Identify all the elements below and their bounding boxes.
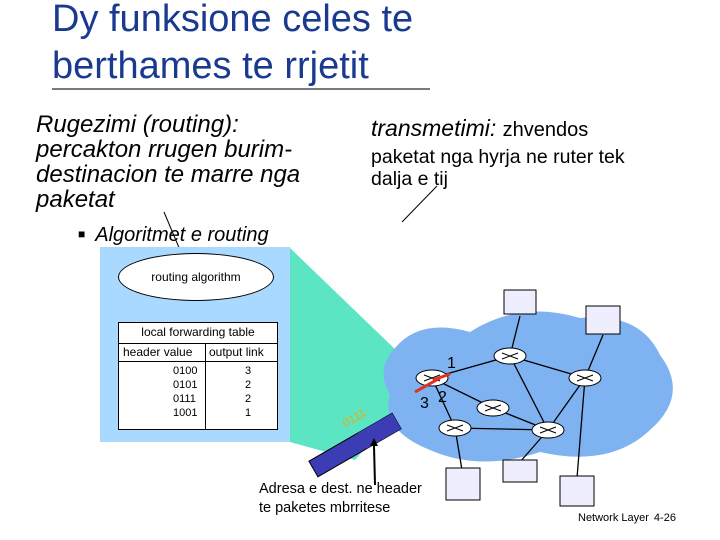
forwarding-table: local forwarding table header value outp… — [118, 322, 278, 430]
row-output-link: 3 — [245, 365, 251, 377]
row-header-value: 1001 — [173, 407, 197, 419]
table-icon — [586, 306, 620, 334]
page-number: 4-26 — [654, 512, 676, 524]
router-icon — [494, 348, 526, 364]
annotation-line-2: te paketes mbrritese — [259, 499, 422, 518]
table-row: 0101 2 — [119, 379, 277, 393]
row-header-value: 0111 — [173, 393, 196, 405]
row-output-link: 1 — [245, 407, 251, 419]
table-row: 1001 1 — [119, 407, 277, 421]
row-header-value: 0101 — [173, 379, 197, 391]
router-icon — [569, 370, 601, 386]
table-icon — [446, 468, 480, 500]
router-icon — [439, 420, 471, 436]
forwarding-callout-line — [402, 186, 437, 222]
router-icon — [477, 400, 509, 416]
table-icon — [560, 476, 594, 506]
row-output-link: 2 — [245, 379, 251, 391]
row-output-link: 2 — [245, 393, 251, 405]
table-row: 0111 2 — [119, 393, 277, 407]
forwarding-table-header: header value output link — [119, 343, 277, 362]
destination-annotation: Adresa e dest. ne header te paketes mbrr… — [259, 480, 422, 518]
port-label-3: 3 — [420, 395, 429, 413]
forwarding-table-title: local forwarding table — [119, 325, 277, 339]
table-icon — [504, 290, 536, 314]
annotation-line-1: Adresa e dest. ne header — [259, 480, 422, 499]
table-icon — [503, 460, 537, 482]
table-row: 0100 3 — [119, 365, 277, 379]
row-header-value: 0100 — [173, 365, 197, 377]
router-icon — [532, 422, 564, 438]
routing-bullet: ■ Algoritmet e routing — [78, 224, 269, 247]
port-label-2: 2 — [438, 389, 447, 407]
bullet-square-icon: ■ — [78, 227, 85, 241]
bullet-text: Algoritmet e routing — [95, 224, 268, 246]
footer-label: Network Layer — [578, 512, 649, 524]
slide-footer: Network Layer 4-26 — [578, 512, 676, 524]
port-label-1: 1 — [447, 355, 456, 373]
output-link-column: output link — [209, 345, 264, 359]
routing-algorithm: routing algorithm — [118, 253, 274, 301]
header-value-column: header value — [123, 345, 192, 359]
